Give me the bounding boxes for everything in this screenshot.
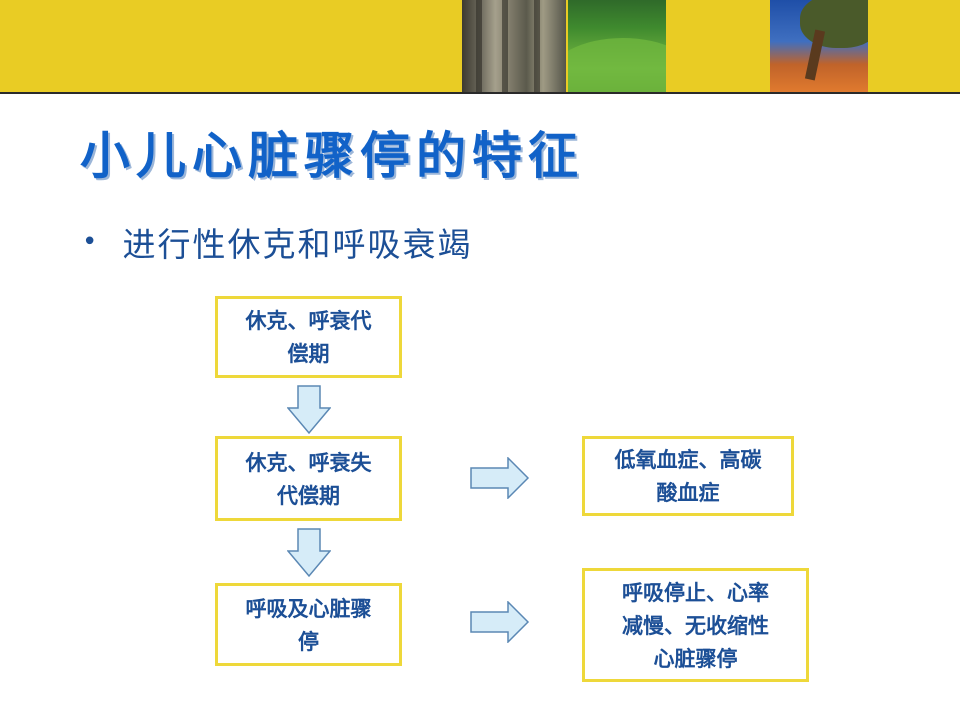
- side-box-line: 低氧血症、高碳: [614, 447, 762, 472]
- flow-box-line: 代偿期: [277, 482, 340, 508]
- flow-box-line: 休克、呼衰失: [245, 449, 372, 475]
- forest-photo: [462, 0, 566, 92]
- side-box-line: 心脏骤停: [653, 645, 738, 671]
- flow-box-line: 偿期: [287, 341, 330, 366]
- side-box-respiratory-arrest: 呼吸停止、心率 减慢、无收缩性 心脏骤停: [582, 568, 809, 682]
- side-box-hypoxemia: 低氧血症、高碳 酸血症: [582, 436, 794, 516]
- bullet-text: 进行性休克和呼吸衰竭: [122, 225, 473, 264]
- flow-box-line: 停: [298, 628, 319, 654]
- flow-box-decompensated: 休克、呼衰失 代偿期: [215, 436, 402, 521]
- down-arrow-icon: [287, 528, 331, 578]
- bullet-dot-icon: •: [82, 227, 98, 257]
- flow-box-compensated: 休克、呼衰代 偿期: [215, 296, 402, 378]
- flow-box-line: 休克、呼衰代: [245, 308, 372, 333]
- green-hills-photo: [568, 0, 666, 92]
- side-box-line: 酸血症: [656, 480, 720, 505]
- slide-title: 小儿心脏骤停的特征: [80, 126, 584, 185]
- side-box-line: 呼吸停止、心率: [622, 579, 769, 605]
- bullet-item: • 进行性休克和呼吸衰竭: [82, 218, 472, 266]
- header-rule: [0, 92, 960, 94]
- right-arrow-icon: [470, 601, 530, 643]
- flow-box-arrest: 呼吸及心脏骤 停: [215, 583, 402, 666]
- tree-photo: [770, 0, 868, 92]
- right-arrow-icon: [470, 457, 530, 499]
- down-arrow-icon: [287, 385, 331, 435]
- flow-box-line: 呼吸及心脏骤: [245, 595, 372, 621]
- side-box-line: 减慢、无收缩性: [622, 612, 769, 638]
